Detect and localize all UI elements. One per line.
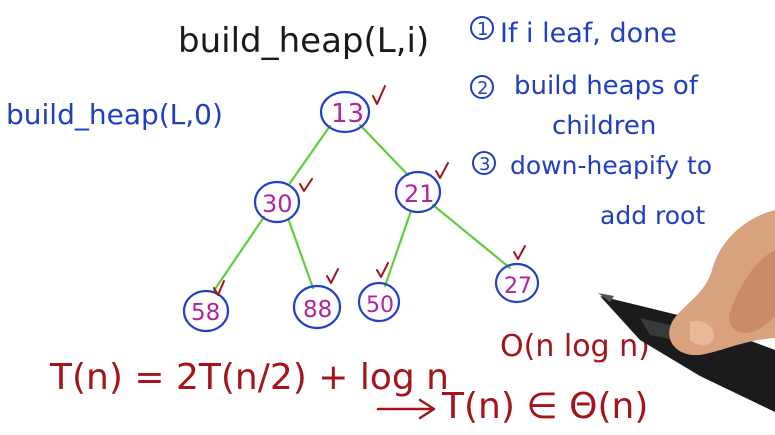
complexity-note: O(n log n) [500, 329, 650, 364]
edge-left-ll [211, 215, 266, 294]
node-right-value: 21 [404, 180, 435, 208]
call-label: build_heap(L,0) [6, 98, 223, 131]
step-2-number: 2 [477, 78, 488, 99]
tree-node-rl: 50 [357, 262, 401, 323]
node-left-value: 30 [262, 190, 293, 218]
step-2-text-line1: build heaps of [514, 71, 699, 101]
node-root-value: 13 [331, 99, 364, 129]
node-lr-value: 88 [303, 297, 332, 323]
tree-node-rr: 27 [494, 245, 540, 304]
steps-list: 1 If i leaf, done 2 build heaps of child… [470, 16, 712, 230]
hand-with-pen-image [598, 210, 775, 412]
check-mark [435, 162, 449, 179]
check-mark [326, 268, 339, 284]
heap-tree: 13 30 21 58 88 50 27 [182, 85, 540, 333]
tree-node-root: 13 [319, 85, 386, 134]
page-title: build_heap(L,i) [178, 21, 429, 61]
node-rl-value: 50 [366, 293, 394, 318]
step-2-circle [470, 75, 494, 99]
step-2-text-line2: children [552, 111, 656, 141]
edge-right-rr [431, 203, 512, 270]
check-mark [376, 262, 389, 278]
edge-left-lr [287, 219, 315, 290]
tree-node-lr: 88 [292, 268, 342, 330]
step-3-number: 3 [479, 154, 490, 175]
implies-arrow [376, 398, 436, 420]
step-1-circle [470, 16, 494, 40]
tree-node-right: 21 [394, 162, 449, 214]
check-mark [213, 280, 225, 296]
step-3-text-line2: add root [600, 201, 705, 230]
recurrence-formula: T(n) = 2T(n/2) + log n [49, 357, 449, 398]
tree-node-left: 30 [253, 178, 313, 224]
step-3-circle [472, 151, 496, 175]
check-mark [299, 178, 313, 192]
edge-right-rl [383, 209, 413, 288]
edge-root-left [288, 124, 332, 185]
step-1-text: If i leaf, done [500, 18, 677, 49]
node-ll-value: 58 [191, 300, 220, 326]
result-formula: T(n) ∈ Θ(n) [441, 386, 648, 427]
edge-root-right [358, 123, 410, 177]
check-mark [372, 85, 386, 105]
node-rr-value: 27 [504, 274, 532, 299]
tree-node-ll: 58 [182, 280, 230, 333]
step-3-text-line1: down-heapify to [510, 151, 712, 180]
tree-edges [211, 123, 512, 294]
step-1-number: 1 [477, 19, 488, 40]
check-mark [513, 245, 526, 260]
